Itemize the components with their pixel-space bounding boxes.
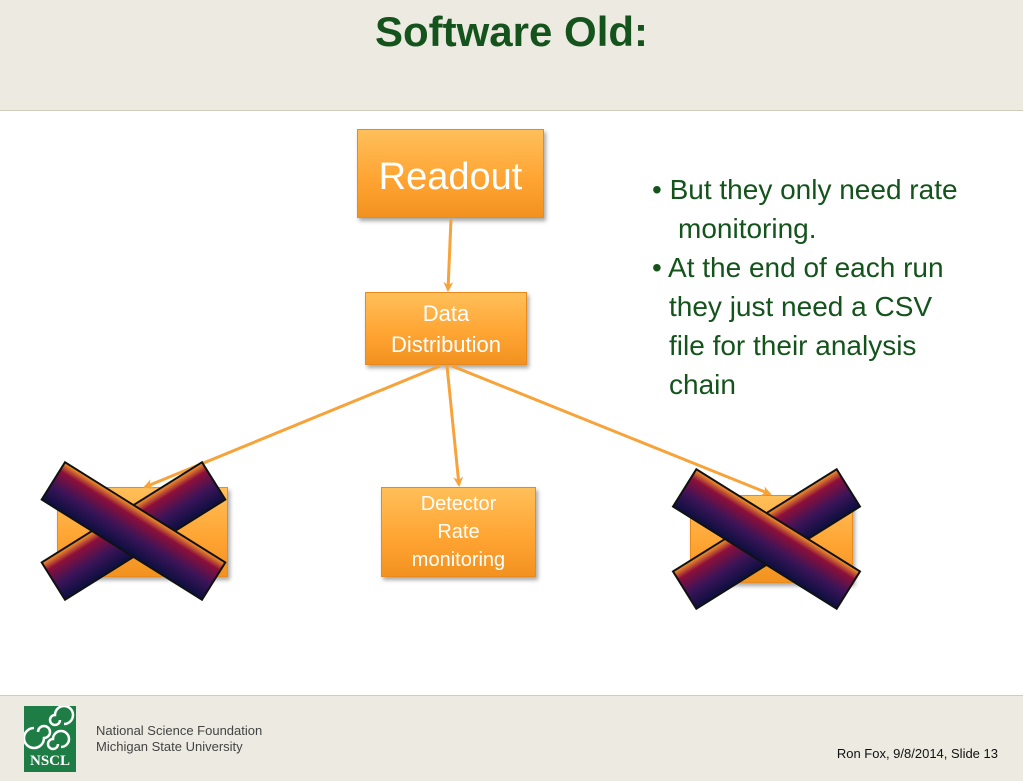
rate-label-line2: Rate xyxy=(437,521,480,543)
cross-mark-icon xyxy=(40,460,227,602)
detector-rate-monitoring-box: Detector Rate monitoring xyxy=(381,487,536,577)
slide-title: Software Old: xyxy=(374,8,649,55)
bullet-list: • But they only need rate monitoring. • … xyxy=(652,170,1022,404)
data-distribution-box: Data Distribution xyxy=(365,292,527,365)
bullet-line: • At the end of each run xyxy=(652,252,944,283)
bullet-line: • But they only need rate xyxy=(652,174,958,205)
readout-box: Readout xyxy=(357,129,544,218)
arrow-distribution-to-left xyxy=(143,364,441,489)
organization-text: National Science Foundation Michigan Sta… xyxy=(96,723,262,755)
slide-credit: Ron Fox, 9/8/2014, Slide 13 xyxy=(836,746,998,761)
bullet-line: they just need a CSV xyxy=(669,291,933,322)
cross-mark-icon xyxy=(671,467,862,611)
rate-label-line3: monitoring xyxy=(411,549,506,571)
bullet-item: • At the end of each run they just need … xyxy=(652,248,1022,404)
arrow-distribution-to-right xyxy=(451,364,772,496)
logo-text: NSCL xyxy=(29,753,70,769)
org-line2: Michigan State University xyxy=(96,739,243,754)
arrow-distribution-to-rate xyxy=(445,365,464,487)
bullet-line: chain xyxy=(669,369,736,400)
distribution-label-line2: Distribution xyxy=(390,331,502,357)
slide-footer: NSCL National Science Foundation Michiga… xyxy=(0,695,1023,781)
distribution-label-line1: Data xyxy=(422,300,470,326)
readout-label: Readout xyxy=(378,156,523,198)
nscl-spiral-logo-icon xyxy=(22,704,75,751)
bullet-line: monitoring. xyxy=(678,213,817,244)
slide-header: Software Old: xyxy=(0,0,1023,111)
nscl-logo: NSCL xyxy=(22,704,76,772)
rate-label-line1: Detector xyxy=(420,493,497,515)
arrow-readout-to-distribution xyxy=(443,218,454,292)
org-line1: National Science Foundation xyxy=(96,723,263,738)
bullet-item: • But they only need rate monitoring. xyxy=(652,170,1022,248)
bullet-line: file for their analysis xyxy=(669,330,917,361)
